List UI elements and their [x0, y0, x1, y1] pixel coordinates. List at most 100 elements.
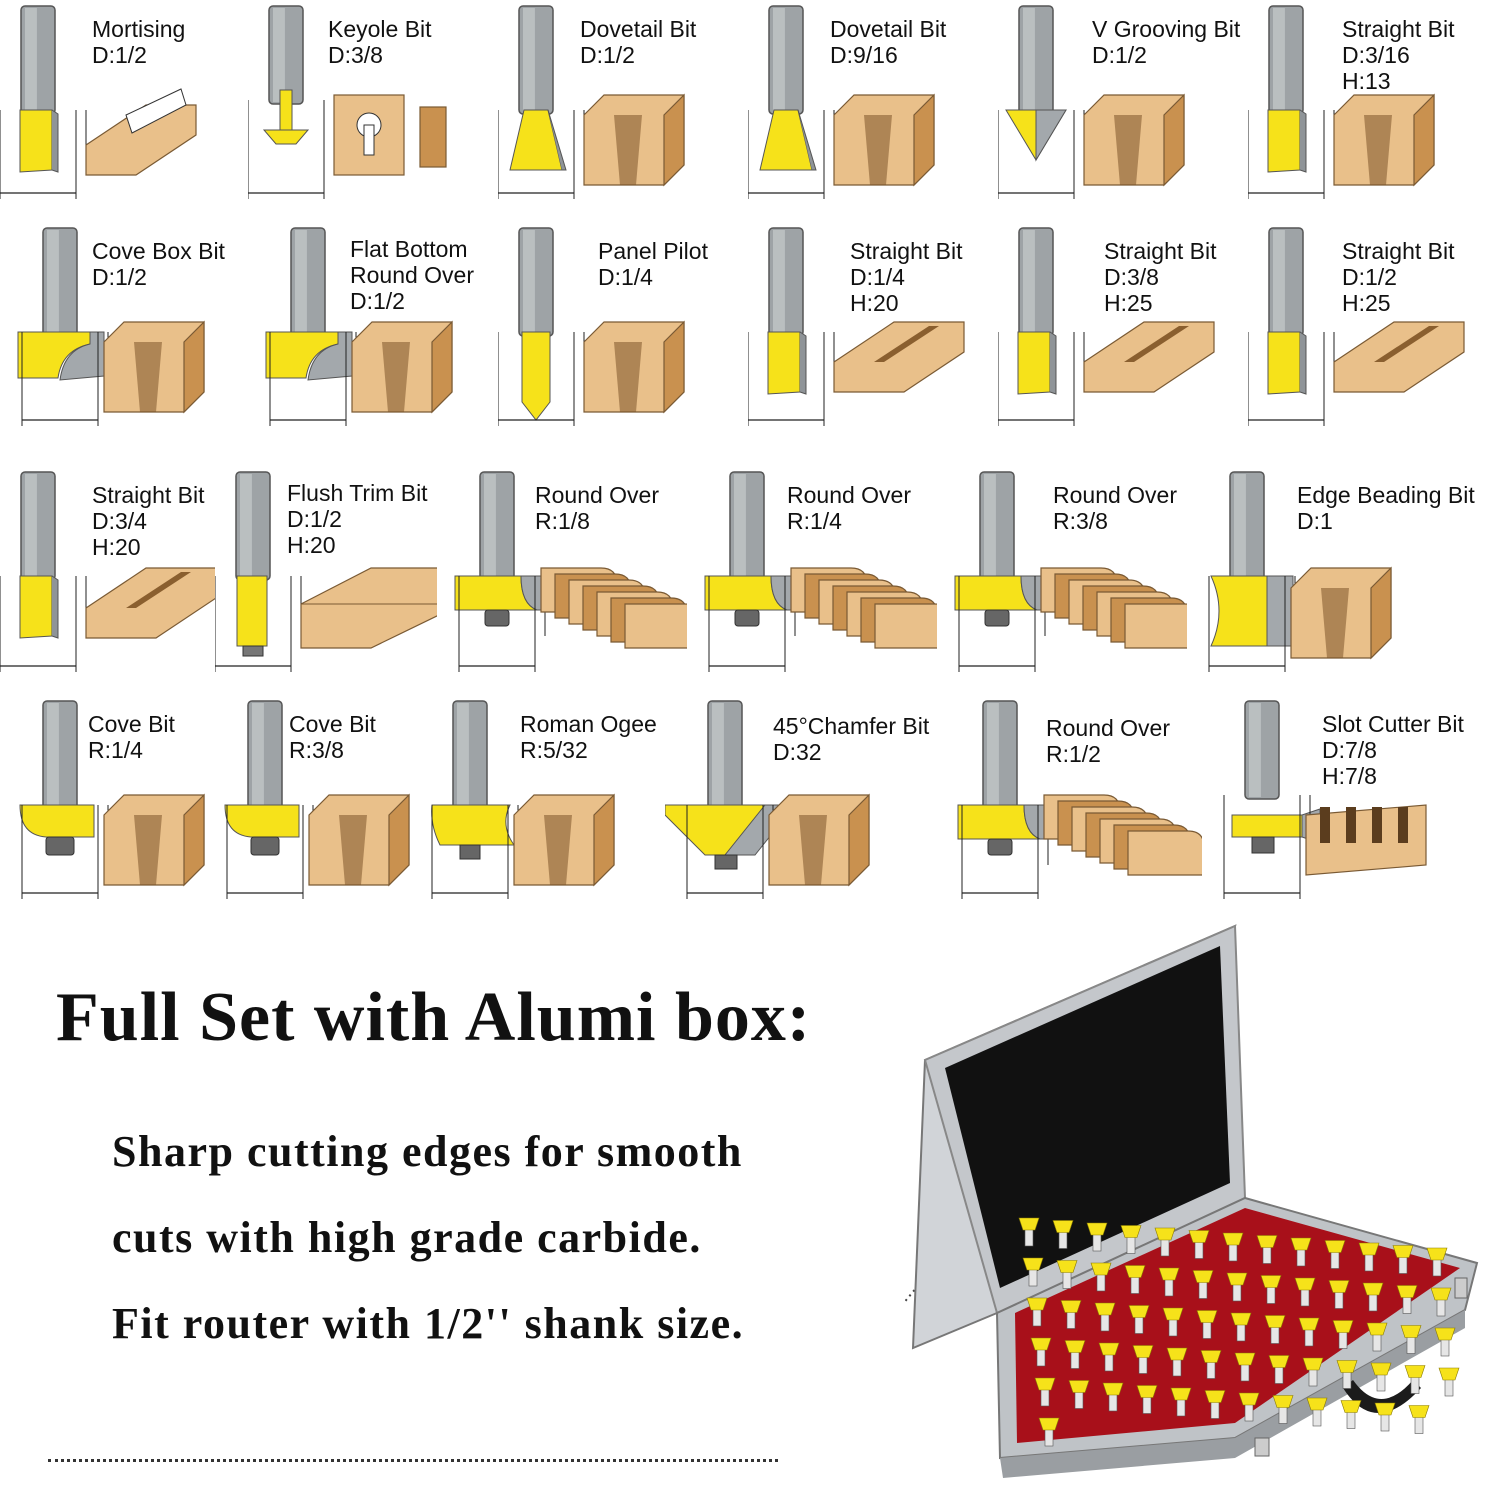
feature-line-2: cuts with high grade carbide.: [112, 1213, 702, 1262]
bit-spec: D:7/8: [1322, 737, 1377, 763]
bit-spec: D:3/16: [1342, 42, 1410, 68]
bit-spec: D:1/2: [1342, 264, 1397, 290]
bit-name: 45°Chamfer Bit: [773, 713, 930, 739]
router-bit-illustration: [215, 471, 437, 672]
router-bit-illustration: [224, 700, 410, 899]
router-bit-illustration: [17, 227, 205, 426]
feature-line-3: Fit router with 1/2'' shank size.: [112, 1299, 745, 1348]
bit-spec: D:1/4: [598, 264, 653, 290]
router-bit-illustration: [998, 227, 1215, 426]
bit-spec: H:25: [1104, 290, 1153, 316]
router-bit-illustration: [265, 227, 453, 426]
bit-name: Flush Trim Bit: [287, 480, 428, 506]
bit-spec: D:3/4: [92, 508, 147, 534]
router-bit-illustration: [0, 471, 215, 672]
bit-spec: R:3/8: [289, 737, 344, 763]
router-bit-illustration: [1248, 5, 1435, 199]
router-bit-illustration: [1223, 700, 1427, 899]
router-bit-illustration: [1248, 227, 1465, 426]
bit-spec: D:3/8: [1104, 264, 1159, 290]
router-bit-illustration: [454, 471, 687, 672]
bit-spec: D:1/2: [92, 42, 147, 68]
bit-name: Dovetail Bit: [830, 16, 947, 42]
bit-name: Straight Bit: [1342, 238, 1455, 264]
bit-name: Cove Box Bit: [92, 238, 225, 264]
bit-spec: R:1/2: [1046, 741, 1101, 767]
bit-spec: D:1/2: [1092, 42, 1147, 68]
bit-name-line: Flat Bottom: [350, 236, 468, 262]
bit-spec: D:9/16: [830, 42, 898, 68]
bit-spec: H:20: [287, 532, 336, 558]
bit-name: Straight Bit: [1104, 238, 1217, 264]
router-bit-illustration: [498, 5, 685, 199]
bit-name: Round Over: [1046, 715, 1171, 741]
router-bit-illustration: [0, 5, 197, 199]
router-bit-illustration: [957, 700, 1202, 899]
router-bit-illustration: [748, 227, 965, 426]
bit-spec: R:1/8: [535, 508, 590, 534]
bit-name: Roman Ogee: [520, 711, 657, 737]
router-bit-illustration: [19, 700, 205, 899]
bit-name: Straight Bit: [850, 238, 963, 264]
bit-spec: D:1/4: [850, 264, 905, 290]
bit-spec: D:1/2: [350, 288, 405, 314]
bit-name: Panel Pilot: [598, 238, 708, 264]
router-bit-illustration: [954, 471, 1187, 672]
router-bit-illustration: [748, 5, 935, 199]
router-bit-illustration: [248, 5, 447, 199]
router-bit-illustration: [665, 700, 870, 899]
headline: Full Set with Alumi box:: [56, 979, 812, 1056]
router-bit-illustration: [431, 700, 615, 899]
router-bit-illustration: [498, 227, 685, 426]
bit-name: Straight Bit: [92, 482, 205, 508]
bit-spec: H:25: [1342, 290, 1391, 316]
aluminum-case-image: [905, 924, 1479, 1478]
bit-name: Dovetail Bit: [580, 16, 697, 42]
bit-spec: D:1/2: [92, 264, 147, 290]
bit-name: Cove Bit: [289, 711, 376, 737]
bit-spec: D:1: [1297, 508, 1333, 534]
bit-spec: R:1/4: [88, 737, 143, 763]
bit-name: Mortising: [92, 16, 186, 42]
bit-spec: D:32: [773, 739, 822, 765]
router-bit-illustration: [998, 5, 1185, 199]
bit-name: Round Over: [1053, 482, 1178, 508]
bit-name: Round Over: [535, 482, 660, 508]
dotted-divider: [48, 1459, 778, 1462]
bit-spec: R:3/8: [1053, 508, 1108, 534]
bit-spec: H:7/8: [1322, 763, 1377, 789]
router-bit-illustration: [1208, 471, 1392, 672]
bit-name: Round Over: [787, 482, 912, 508]
bit-name: Keyole Bit: [328, 16, 432, 42]
router-bit-illustration: [704, 471, 937, 672]
bit-spec: R:5/32: [520, 737, 588, 763]
bit-name: Slot Cutter Bit: [1322, 711, 1464, 737]
bit-name: V Grooving Bit: [1092, 16, 1241, 42]
bit-name: Edge Beading Bit: [1297, 482, 1475, 508]
feature-line-1: Sharp cutting edges for smooth: [112, 1127, 743, 1176]
